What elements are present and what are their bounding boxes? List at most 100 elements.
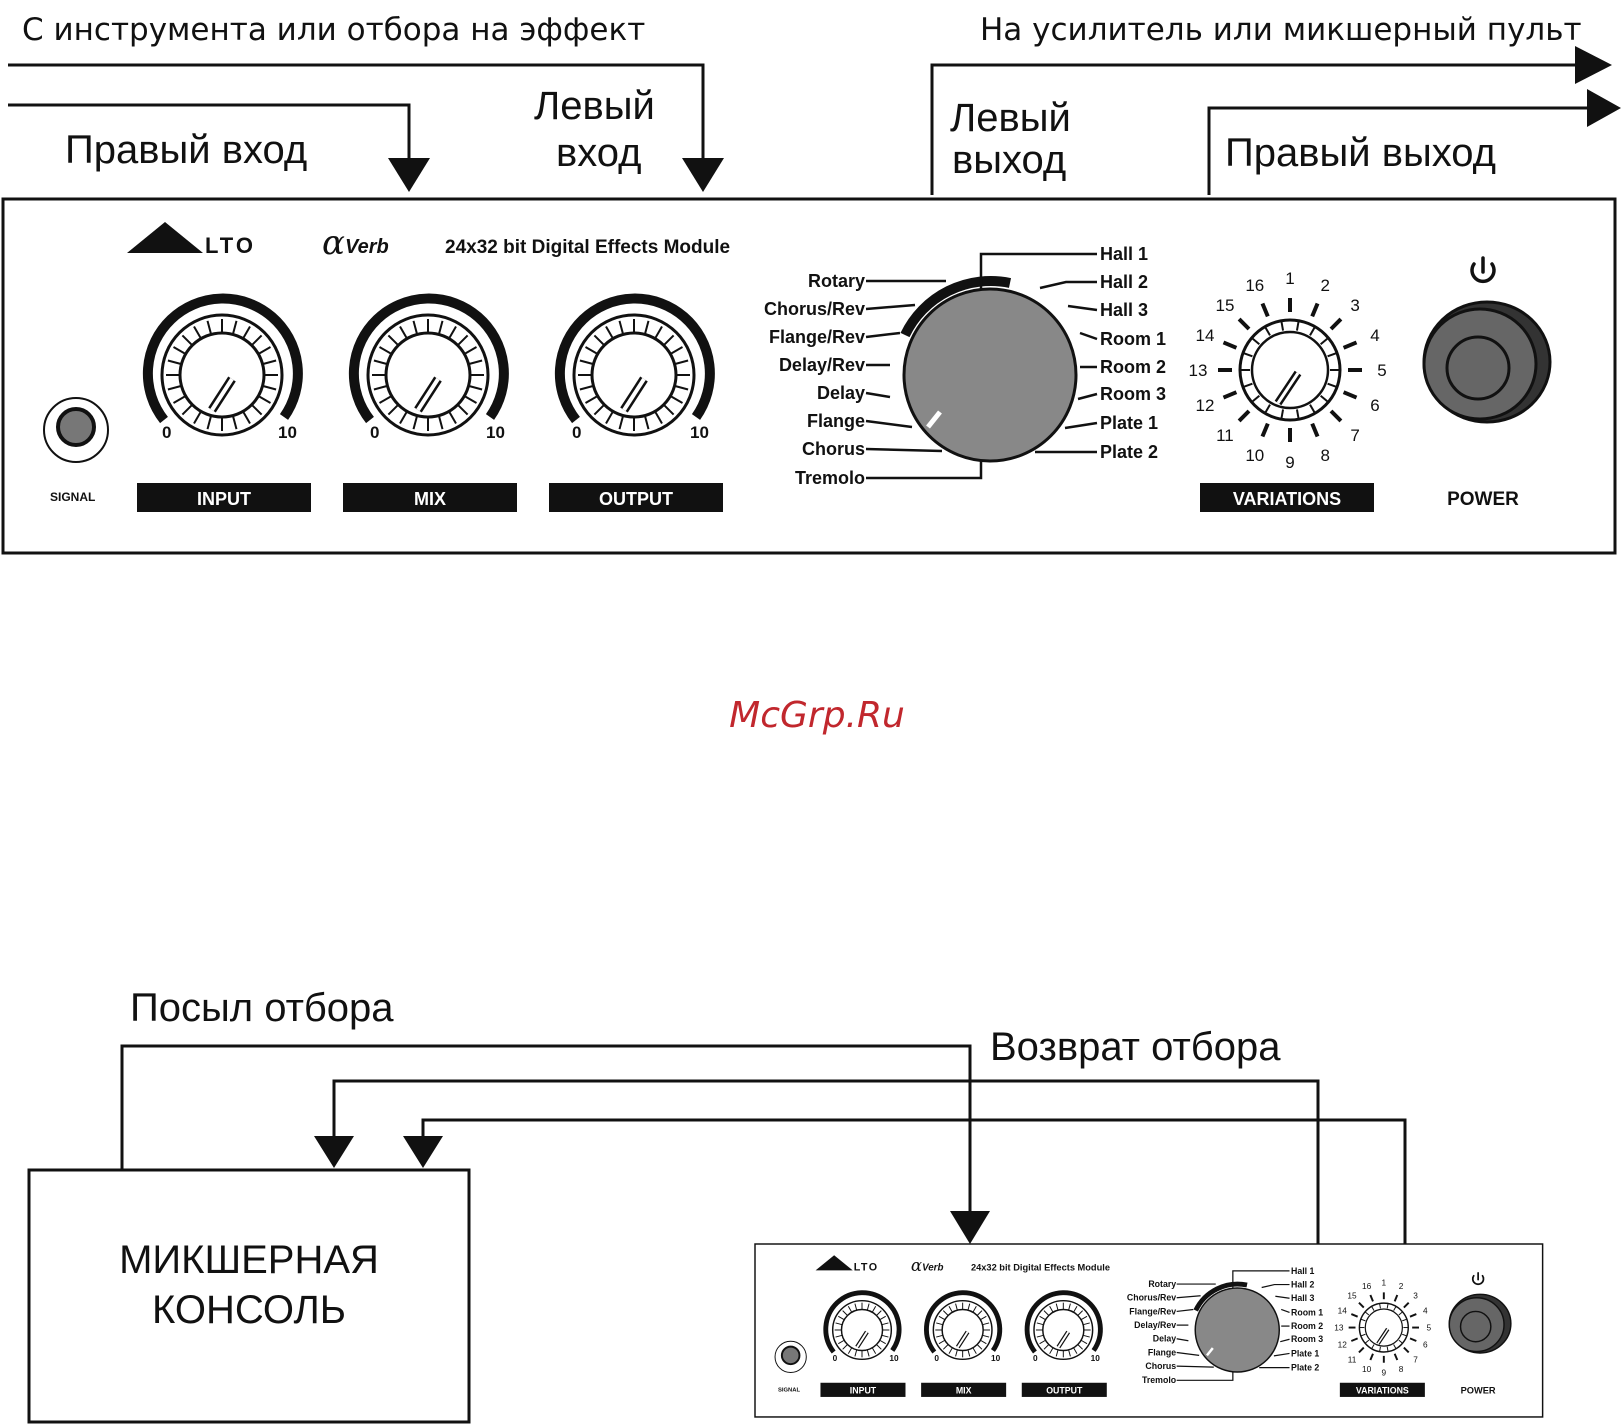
small-knob-grip-line (881, 1334, 889, 1338)
knob-cap (178, 331, 266, 419)
small-mix-scale-max: 10 (991, 1353, 1001, 1363)
small-variation-tick (1350, 1337, 1359, 1342)
caption-input-source: С инструмента или отбора на эффект (22, 12, 645, 48)
variation-number: 9 (1285, 453, 1294, 472)
variation-tick (1329, 409, 1343, 423)
small-effect-label-left: Delay/Rev (1134, 1320, 1176, 1330)
knob-grip-line (399, 326, 408, 340)
small-variations-grip-line (1371, 1344, 1375, 1349)
effect-selector-knob[interactable]: RotaryChorus/RevFlange/RevDelay/RevDelay… (764, 244, 1166, 488)
variation-number: 13 (1189, 361, 1208, 380)
small-knob-grip-line (835, 1322, 843, 1326)
output-knob[interactable] (554, 293, 715, 437)
small-variations-grip-line (1386, 1346, 1389, 1352)
variations-grip-line (1319, 394, 1329, 403)
right-input-arrow (388, 158, 430, 192)
effect-connector (865, 331, 901, 339)
small-output-knob[interactable] (1024, 1290, 1103, 1361)
effect-label-left: Delay (817, 383, 865, 403)
small-effect-connector (1176, 1295, 1201, 1299)
knob-grip-line (242, 326, 251, 340)
small-knob-grip-line (1073, 1306, 1078, 1313)
small-knob-grip-line (948, 1347, 953, 1354)
small-input-knob[interactable] (823, 1290, 902, 1361)
knob-grip-line (448, 326, 457, 340)
return-line-left (332, 1079, 1320, 1244)
knob-grip-line (456, 403, 469, 416)
mix-knob[interactable] (348, 293, 509, 437)
left-output-arrow (1575, 46, 1612, 84)
variations-knob-cap (1250, 330, 1330, 410)
small-knob-cap (1042, 1308, 1085, 1352)
small-effect-label-right: Plate 1 (1291, 1348, 1319, 1358)
small-effect-label-left: Chorus (1145, 1361, 1176, 1371)
small-knob-grip-line (1049, 1306, 1054, 1313)
knob-grip-line (206, 320, 213, 335)
left-output-label-line1: Левый (950, 96, 1071, 140)
knob-grip-line (437, 415, 444, 430)
small-variation-number: 10 (1362, 1364, 1372, 1374)
small-knob-grip-line (1036, 1322, 1044, 1326)
left-output-line (930, 63, 1580, 195)
alto-logo-triangle (127, 222, 203, 253)
knob-grip-line (173, 346, 187, 355)
variations-label: VARIATIONS (1233, 489, 1341, 509)
knob-grip-line (643, 320, 650, 335)
small-power-button[interactable] (1448, 1293, 1512, 1354)
small-knob-grip-line (866, 1349, 870, 1357)
small-variations-pointer-highlight (1377, 1328, 1389, 1345)
small-effect-connector (1275, 1295, 1290, 1299)
knob-grip-line (674, 359, 689, 366)
small-knob-grip-line (1049, 1347, 1054, 1354)
small-knob-grip-line (1080, 1339, 1088, 1345)
small-alto-logo-triangle (815, 1255, 853, 1271)
alpha-logo-icon: α (322, 223, 345, 263)
knob-grip-line (618, 415, 625, 430)
small-input-scale-max: 10 (889, 1353, 899, 1363)
small-variation-number: 2 (1399, 1281, 1404, 1291)
small-power-icon (1471, 1271, 1485, 1286)
knob-grip-line (605, 326, 614, 340)
small-variations-grip-line (1398, 1311, 1403, 1316)
effect-connector (866, 460, 983, 480)
small-knob-grip-line (1043, 1310, 1050, 1316)
watermark: McGrp.Ru (729, 695, 905, 736)
small-knob-grip-line (1039, 1339, 1046, 1345)
effect-connector (1077, 392, 1098, 401)
variations-grip-line (1309, 404, 1316, 414)
left-input-arrow (682, 158, 724, 192)
effect-label-right: Room 1 (1100, 329, 1166, 349)
knob-grip-line (231, 320, 238, 335)
input-knob[interactable] (142, 293, 303, 437)
small-knob-grip-line (879, 1315, 886, 1321)
small-effect-label-right: Hall 3 (1291, 1293, 1315, 1303)
effect-connector (865, 391, 891, 399)
power-button[interactable] (1422, 300, 1552, 424)
effect-label-right: Hall 1 (1100, 244, 1148, 264)
small-knob-grip-line (854, 1349, 858, 1357)
small-effect-selector-knob[interactable]: RotaryChorus/RevFlange/RevDelay/RevDelay… (1127, 1266, 1323, 1385)
bottom-arrows (314, 1136, 990, 1244)
small-variation-number: 14 (1338, 1305, 1348, 1315)
small-mix-knob[interactable] (924, 1290, 1003, 1361)
variation-number: 16 (1245, 276, 1264, 295)
effect-connector (1079, 331, 1098, 341)
small-signal-led (780, 1345, 801, 1366)
small-knob-grip-line (980, 1339, 987, 1345)
knob-grip-line (468, 384, 483, 391)
knob-grip-line (463, 395, 477, 404)
small-variations-label-plate (1339, 1382, 1425, 1397)
output-label: OUTPUT (599, 489, 673, 509)
knob-grip-line (373, 359, 388, 366)
mix-scale-min: 0 (370, 423, 379, 442)
input-label-plate (137, 483, 311, 512)
knob-grip-line (579, 359, 594, 366)
knob-pointer-highlight (416, 377, 440, 412)
small-knob-grip-line (1036, 1334, 1044, 1338)
small-effect-connector (1261, 1283, 1290, 1289)
console-label-line2: КОНСОЛЬ (152, 1288, 346, 1332)
return-arrow-right (403, 1136, 443, 1168)
variations-grip-line (1327, 382, 1338, 389)
